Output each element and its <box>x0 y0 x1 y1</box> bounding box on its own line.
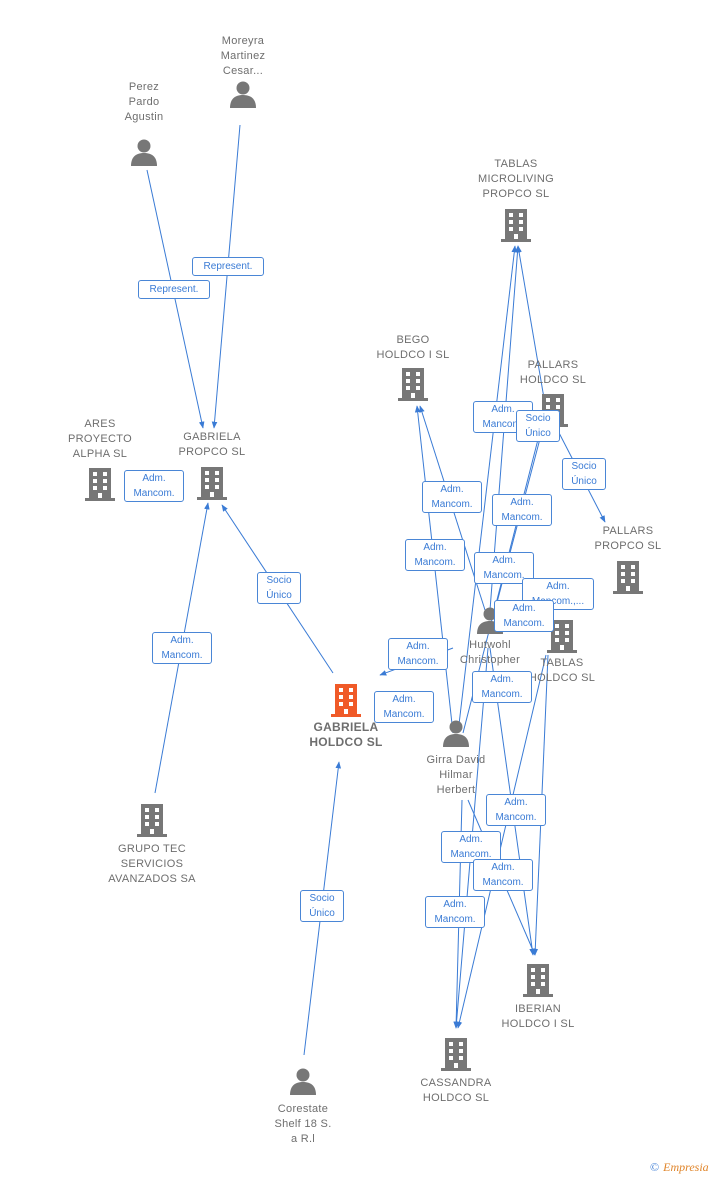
building-icon <box>501 209 531 242</box>
building-icon <box>398 368 428 401</box>
edge-line <box>146 169 205 429</box>
building-icon <box>85 468 115 501</box>
edge-line <box>456 654 547 1029</box>
edge-label-adm-mancom[interactable]: Adm. Mancom. <box>374 691 434 723</box>
edge-label-adm-mancom[interactable]: Adm. Mancom. <box>441 831 501 863</box>
building-icon <box>137 804 167 837</box>
node-label: TABLAS HOLDCO SL <box>528 657 596 684</box>
node-label: Moreyra Martinez Cesar... <box>220 35 266 77</box>
node-iberian[interactable]: IBERIAN HOLDCO I SL <box>478 962 598 1032</box>
node-label: GABRIELA PROPCO SL <box>178 431 246 458</box>
node-label: TABLAS MICROLIVING PROPCO SL <box>477 158 555 200</box>
edge-label-represent[interactable]: Represent. <box>192 257 264 276</box>
brand-watermark: ©Empresia <box>650 1160 709 1175</box>
edge-line <box>516 245 547 411</box>
node-label: PALLARS HOLDCO SL <box>519 359 587 386</box>
node-cassandra[interactable]: CASSANDRA HOLDCO SL <box>396 1036 516 1106</box>
edge-label-adm-mancom[interactable]: Adm. Mancom. <box>492 494 552 526</box>
edge-label-socio-unico[interactable]: Socio Único <box>516 410 560 442</box>
edge-label-adm-mancom[interactable]: Adm. Mancom. <box>486 794 546 826</box>
node-tablas-holdco[interactable]: TABLAS HOLDCO SL <box>502 618 622 686</box>
edge-label-socio-unico[interactable]: Socio Único <box>300 890 344 922</box>
edge-line <box>211 124 241 429</box>
node-label: GRUPO TEC SERVICIOS AVANZADOS SA <box>108 843 196 885</box>
edge-label-adm-mancom[interactable]: Adm. Mancom. <box>473 859 533 891</box>
node-grupo-tec[interactable]: GRUPO TEC SERVICIOS AVANZADOS SA <box>92 802 212 887</box>
node-gabriela-propco[interactable]: GABRIELA PROPCO SL <box>152 430 272 501</box>
edge-label-adm-mancom[interactable]: Adm. Mancom. <box>405 539 465 571</box>
edge-label-adm-mancom[interactable]: Adm. Mancom. <box>494 600 554 632</box>
node-label: Perez Pardo Agustin <box>124 81 164 123</box>
copyright-symbol: © <box>650 1160 660 1174</box>
edge-label-adm-mancom[interactable]: Adm. Mancom. <box>152 632 212 664</box>
node-label: Corestate Shelf 18 S. a R.l <box>274 1103 332 1145</box>
edge-label-adm-mancom[interactable]: Adm. Mancom. <box>472 671 532 703</box>
node-tablas-microliving[interactable]: TABLAS MICROLIVING PROPCO SL <box>456 157 576 243</box>
node-bego[interactable]: BEGO HOLDCO I SL <box>353 333 473 402</box>
person-icon <box>131 139 157 166</box>
node-label: IBERIAN HOLDCO I SL <box>501 1003 575 1030</box>
node-corestate[interactable]: Corestate Shelf 18 S. a R.l <box>243 1066 363 1147</box>
edge-label-adm-mancom[interactable]: Adm. Mancom. <box>474 552 534 584</box>
edge-label-adm-mancom[interactable]: Adm. Mancom. <box>422 481 482 513</box>
brand-name: Empresia <box>663 1160 709 1174</box>
node-label: CASSANDRA HOLDCO SL <box>420 1077 492 1104</box>
person-icon <box>443 720 469 747</box>
person-icon <box>290 1068 316 1095</box>
node-label: PALLARS PROPCO SL <box>594 525 662 552</box>
edge-label-adm-mancom[interactable]: Adm. Mancom. <box>425 896 485 928</box>
building-icon <box>613 561 643 594</box>
building-icon <box>523 964 553 997</box>
node-label: GABRIELA HOLDCO SL <box>309 720 383 749</box>
building-icon <box>197 467 227 500</box>
edge-label-represent[interactable]: Represent. <box>138 280 210 299</box>
edge-label-socio-unico[interactable]: Socio Único <box>562 458 606 490</box>
building-icon <box>547 620 577 653</box>
node-moreyra[interactable]: Moreyra Martinez Cesar... <box>183 34 303 109</box>
node-pallars-propco[interactable]: PALLARS PROPCO SL <box>568 524 688 595</box>
node-label: Girra David Hilmar Herbert <box>426 754 486 796</box>
node-gabriela-holdco[interactable]: GABRIELA HOLDCO SL <box>286 682 406 750</box>
edge-label-adm-mancom[interactable]: Adm. Mancom. <box>388 638 448 670</box>
node-perez[interactable]: Perez Pardo Agustin <box>84 80 204 167</box>
node-label: ARES PROYECTO ALPHA SL <box>68 418 132 460</box>
node-ares[interactable]: ARES PROYECTO ALPHA SL <box>40 417 160 502</box>
node-label: BEGO HOLDCO I SL <box>376 334 450 361</box>
building-icon-focus <box>331 684 361 717</box>
building-icon <box>441 1038 471 1071</box>
edge-label-socio-unico[interactable]: Socio Único <box>257 572 301 604</box>
node-label: Hutwohl Christopher <box>459 639 521 666</box>
person-icon <box>230 81 256 108</box>
node-girra[interactable]: Girra David Hilmar Herbert <box>396 718 516 798</box>
edge-label-adm-mancom[interactable]: Adm. Mancom. <box>124 470 184 502</box>
edge-line <box>457 245 518 734</box>
